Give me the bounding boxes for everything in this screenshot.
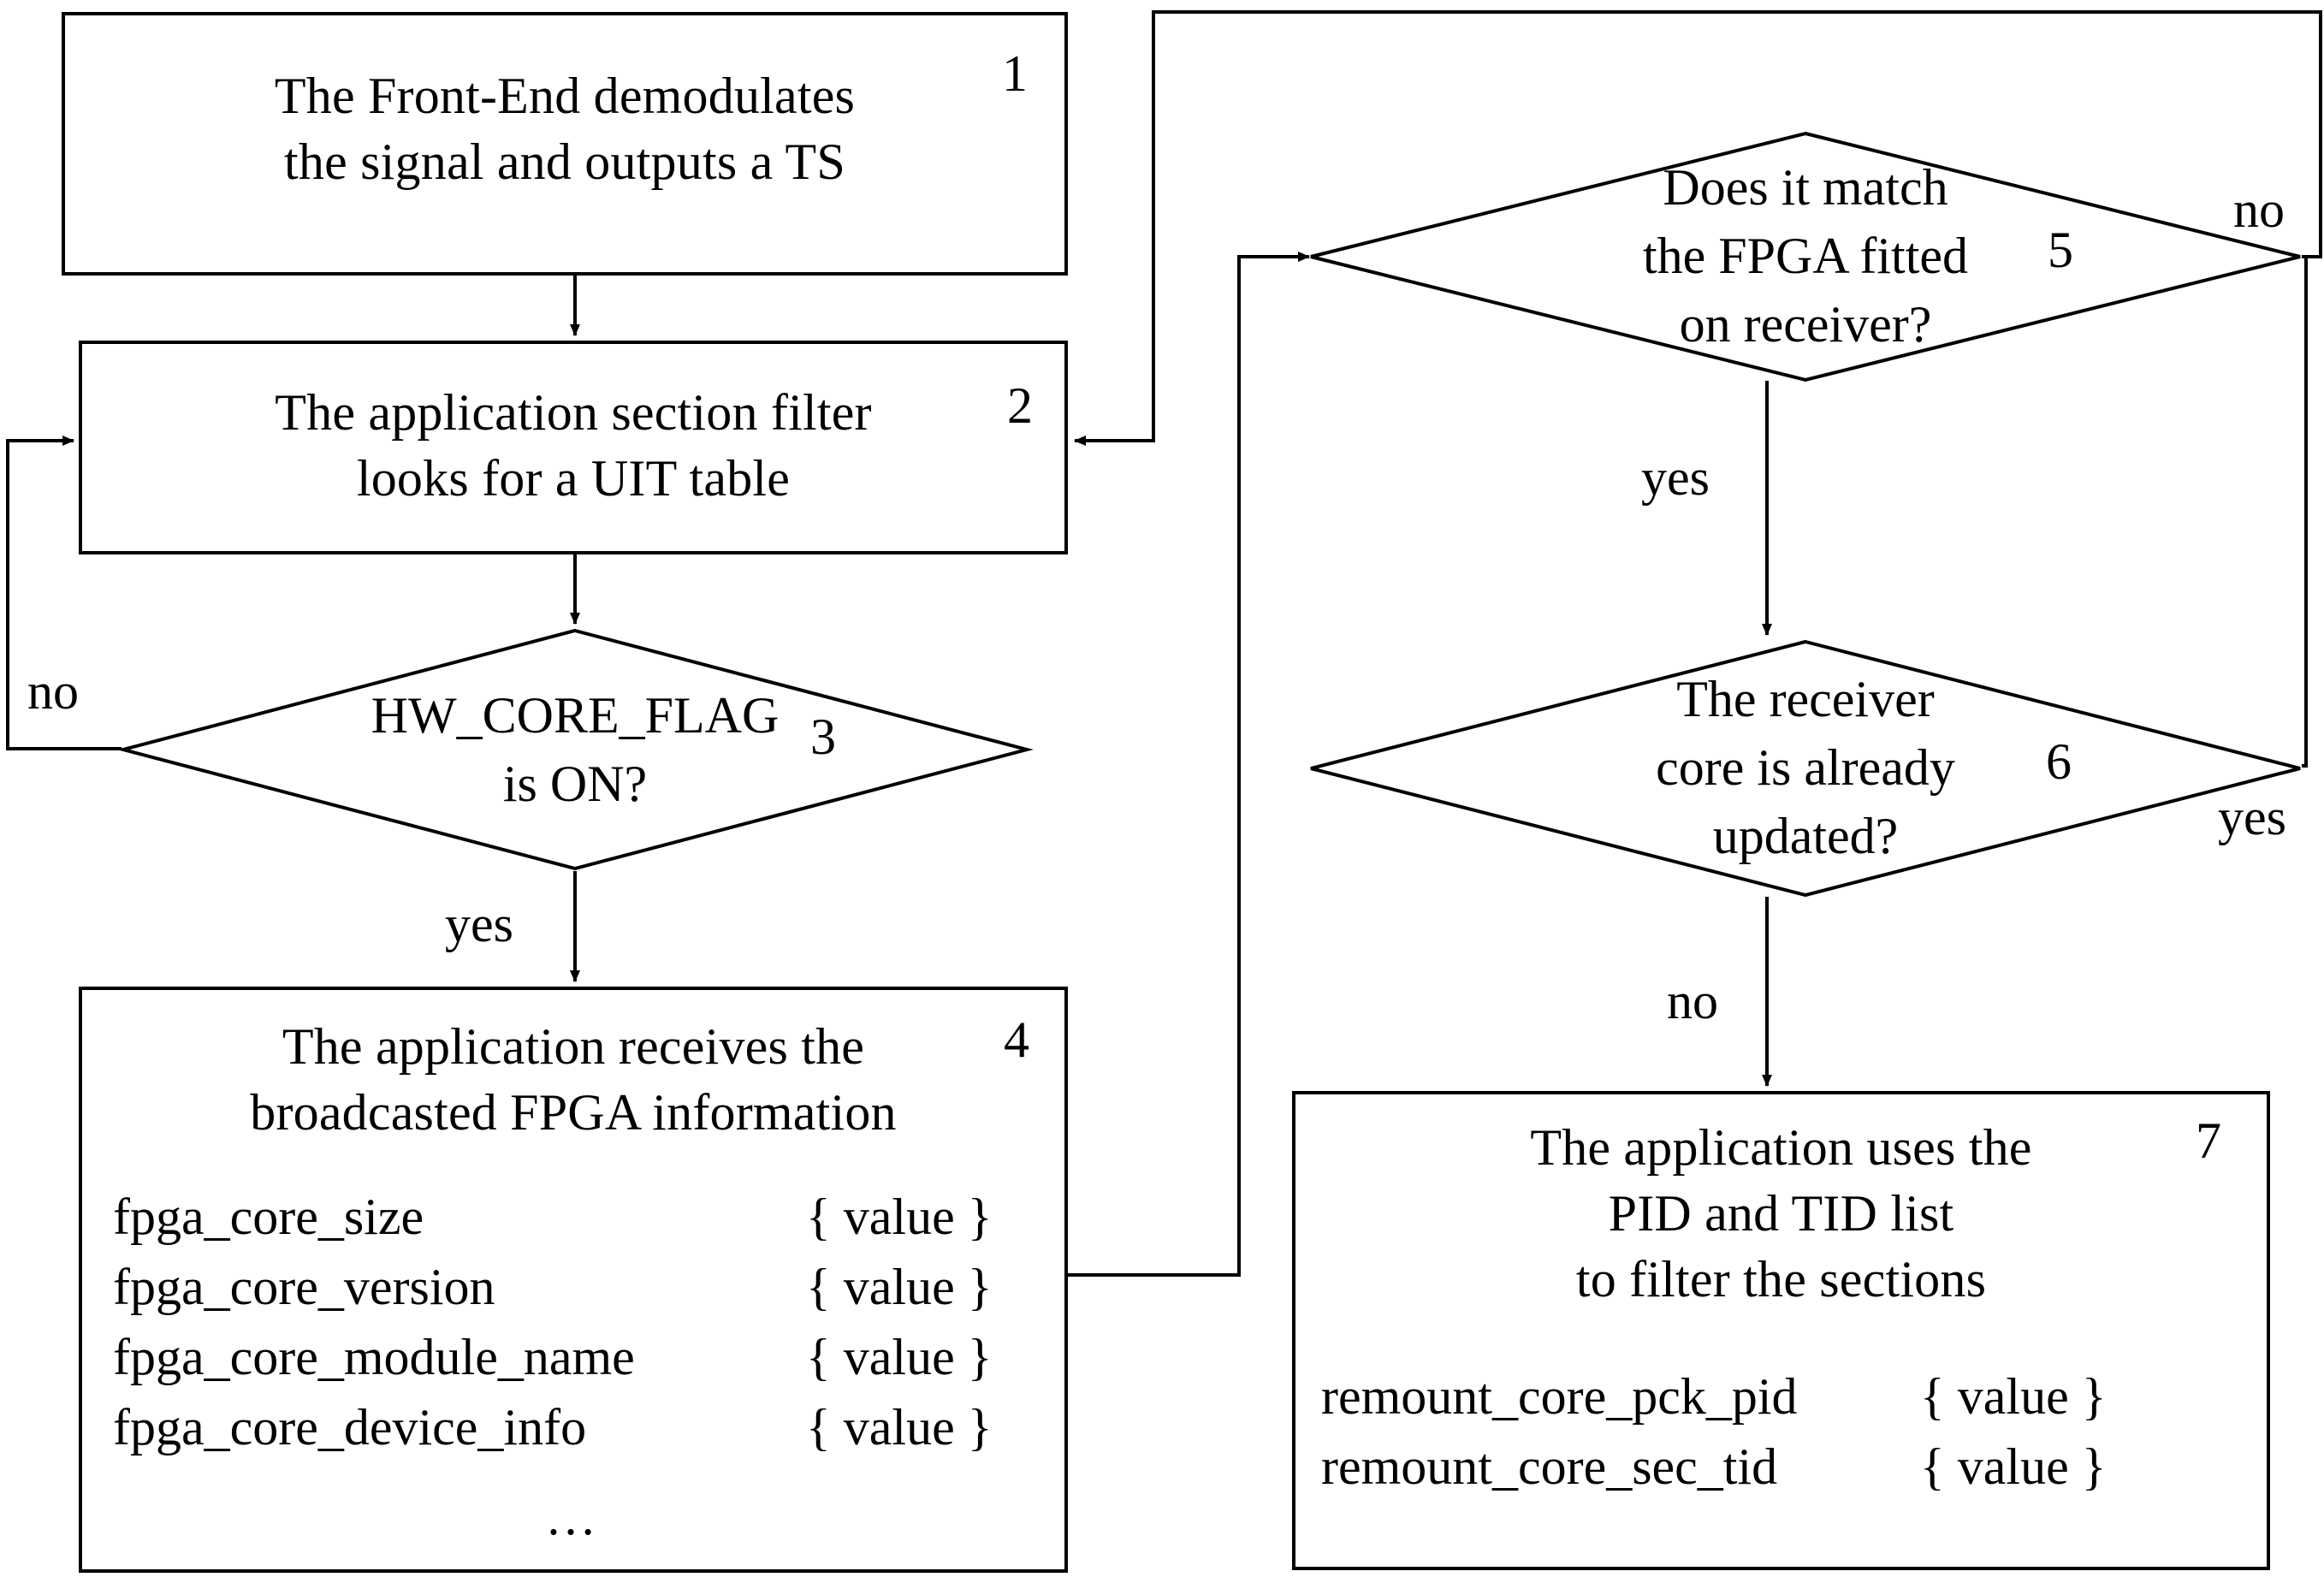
field-row: fpga_core_size { value }	[113, 1182, 1034, 1252]
field-value: { value }	[806, 1399, 993, 1456]
field-key: fpga_core_device_info	[113, 1399, 587, 1456]
edge-n6-yes-to-n5	[2302, 255, 2308, 768]
node-4-ellipsis: …	[545, 1489, 602, 1545]
field-key: remount_core_sec_tid	[1321, 1438, 1778, 1495]
field-key: remount_core_pck_pid	[1321, 1368, 1798, 1425]
node-3-text: HW_CORE_FLAG is ON?	[371, 687, 780, 812]
node-2-number: 2	[1007, 377, 1033, 434]
node-7-text: The application uses the PID and TID lis…	[1530, 1119, 2032, 1307]
node-3-decision[interactable]: HW_CORE_FLAG is ON? 3	[116, 628, 1034, 871]
field-value: { value }	[1920, 1368, 2107, 1425]
edge-label-n3-yes: yes	[445, 896, 513, 952]
node-4-text: The application receives the broadcasted…	[250, 1018, 897, 1141]
node-4-number: 4	[1004, 1011, 1029, 1068]
node-5-number: 5	[2048, 222, 2073, 278]
field-row: fpga_core_device_info { value }	[113, 1392, 1034, 1462]
node-1-process[interactable]: The Front-End demodulates the signal and…	[62, 12, 1068, 276]
node-5-diamond-shape	[1310, 131, 2301, 382]
field-row: remount_core_pck_pid { value }	[1321, 1361, 2241, 1432]
node-7-field-list: remount_core_pck_pid{ value }remount_cor…	[1321, 1361, 2241, 1502]
node-1-number: 1	[1002, 45, 1028, 102]
node-7-process[interactable]: The application uses the PID and TID lis…	[1292, 1091, 2270, 1570]
edge-label-n6-yes: yes	[2218, 789, 2286, 845]
field-value: { value }	[1920, 1438, 2107, 1495]
node-4-field-list: fpga_core_size{ value }fpga_core_version…	[113, 1182, 1034, 1462]
node-5-decision[interactable]: Does it match the FPGA fitted on receive…	[1309, 131, 2302, 382]
field-row: fpga_core_version { value }	[113, 1252, 1034, 1322]
edge-label-n6-no: no	[1667, 973, 1718, 1029]
edge-label-n5-yes: yes	[1641, 449, 1710, 506]
field-key: fpga_core_size	[113, 1189, 424, 1245]
node-6-text: The receiver core is already updated?	[1656, 671, 1955, 864]
node-3-number: 3	[810, 708, 836, 765]
node-3-diamond-shape	[116, 628, 1034, 871]
field-value: { value }	[806, 1189, 993, 1245]
field-value: { value }	[806, 1329, 993, 1385]
edge-label-n3-no: no	[27, 663, 79, 720]
node-2-text: The application section filter looks for…	[275, 384, 872, 507]
field-key: fpga_core_version	[113, 1259, 495, 1315]
node-6-decision[interactable]: The receiver core is already updated? 6	[1309, 639, 2302, 898]
node-2-process[interactable]: The application section filter looks for…	[79, 341, 1068, 554]
field-row: remount_core_sec_tid { value }	[1321, 1432, 2241, 1502]
field-key: fpga_core_module_name	[113, 1329, 635, 1385]
edge-n4-to-n5	[1068, 252, 1310, 1277]
node-1-text: The Front-End demodulates the signal and…	[274, 68, 856, 190]
node-6-number: 6	[2046, 733, 2072, 790]
node-4-process[interactable]: The application receives the broadcasted…	[79, 987, 1068, 1573]
node-7-number: 7	[2196, 1112, 2221, 1169]
edge-label-n5-no: no	[2233, 181, 2285, 238]
field-value: { value }	[806, 1259, 993, 1315]
node-5-text: Does it match the FPGA fitted on receive…	[1642, 159, 1968, 353]
field-row: fpga_core_module_name { value }	[113, 1322, 1034, 1392]
node-6-diamond-shape	[1310, 639, 2301, 898]
